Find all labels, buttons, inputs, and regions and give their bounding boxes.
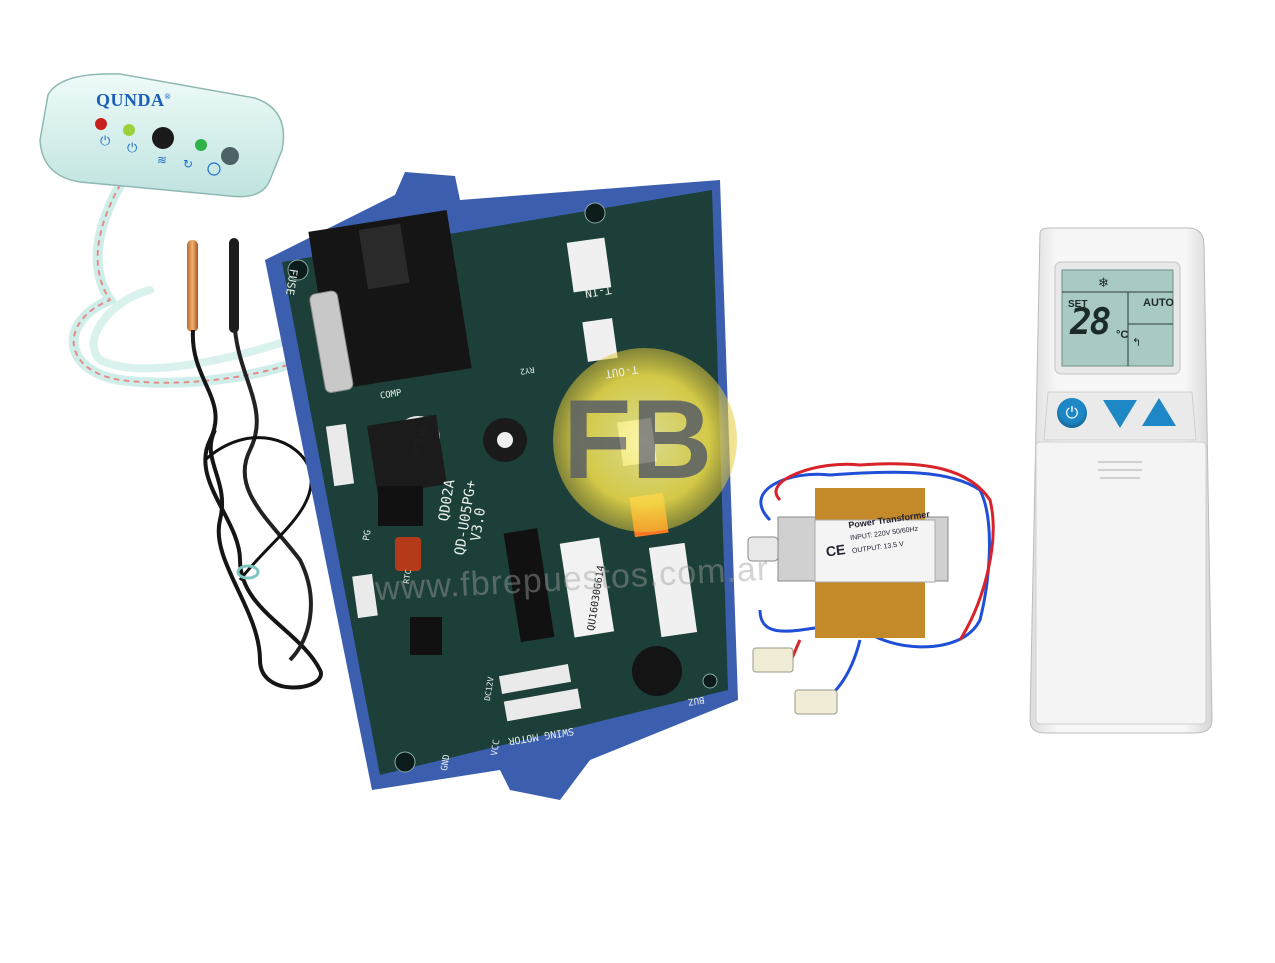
remote-mode-label: AUTO bbox=[1143, 297, 1174, 309]
remote-temp-down-button[interactable] bbox=[1103, 400, 1137, 428]
remote-power-button[interactable]: ⏻ bbox=[1057, 398, 1087, 428]
remote-unit: °C bbox=[1116, 329, 1129, 341]
ir-sensor-icon bbox=[152, 127, 174, 149]
remote-temperature: 28 bbox=[1070, 302, 1111, 343]
remote-set-label: SET bbox=[1068, 299, 1088, 310]
svg-text:⏻: ⏻ bbox=[127, 141, 137, 156]
display-receiver: ⏻ ⏻ ≋ ↻ bbox=[39, 73, 285, 198]
auto-button-icon bbox=[221, 147, 239, 165]
svg-text:≋: ≋ bbox=[157, 153, 167, 167]
snowflake-icon: ❄ bbox=[1098, 276, 1109, 291]
remote-control: ❄ ↰ bbox=[1029, 227, 1213, 734]
svg-text:↻: ↻ bbox=[183, 157, 193, 171]
temperature-sensors bbox=[187, 238, 323, 690]
pcb-board bbox=[265, 172, 738, 800]
ribbon-cable bbox=[68, 180, 305, 388]
timer-led-icon bbox=[123, 124, 135, 136]
pcb-pg-label: PG bbox=[362, 529, 374, 542]
svg-text:FB: FB bbox=[563, 377, 712, 502]
remote-temp-up-button[interactable] bbox=[1142, 398, 1176, 426]
power-icon: ⏻ bbox=[1065, 403, 1079, 422]
transformer-ce: CE bbox=[824, 541, 847, 560]
remote-lcd bbox=[1061, 269, 1174, 367]
swing-led-icon bbox=[195, 139, 207, 151]
power-led-icon bbox=[95, 118, 107, 130]
brand-logo: QUNDA® bbox=[96, 90, 171, 110]
fan-icon: ↰ bbox=[1132, 336, 1141, 349]
fb-logo: FB bbox=[553, 348, 737, 532]
power-transformer bbox=[747, 462, 995, 715]
svg-text:⏻: ⏻ bbox=[100, 134, 110, 149]
